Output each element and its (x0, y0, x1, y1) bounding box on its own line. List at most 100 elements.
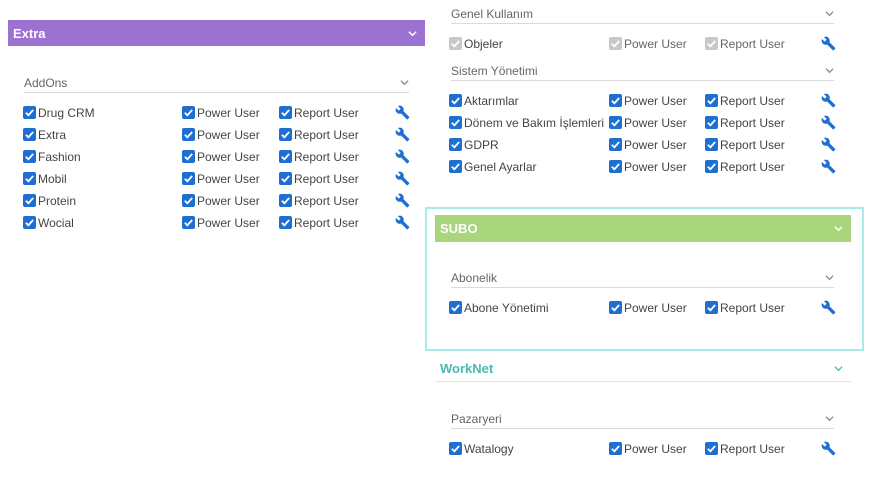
chevron-down-icon[interactable] (834, 364, 843, 373)
report-user-checkbox[interactable] (279, 106, 292, 119)
wrench-icon[interactable] (395, 105, 410, 120)
module-checkbox[interactable] (23, 172, 36, 185)
module-checkbox[interactable] (449, 37, 462, 50)
report-user-checkbox[interactable] (705, 37, 718, 50)
check-icon (25, 197, 34, 205)
group-header-addons[interactable]: AddOns (24, 73, 409, 93)
module-checkbox[interactable] (23, 194, 36, 207)
module-label: GDPR (464, 138, 499, 152)
power-user-checkbox[interactable] (182, 194, 195, 207)
report-user-label: Report User (294, 172, 359, 186)
module-checkbox[interactable] (449, 160, 462, 173)
module-checkbox[interactable] (23, 216, 36, 229)
wrench-icon[interactable] (821, 300, 836, 315)
wrench-icon[interactable] (395, 127, 410, 142)
report-user-checkbox[interactable] (279, 216, 292, 229)
module-checkbox[interactable] (449, 442, 462, 455)
chevron-down-icon[interactable] (825, 66, 834, 75)
report-user-checkbox[interactable] (705, 138, 718, 151)
wrench-icon[interactable] (821, 159, 836, 174)
worknet-panel-header[interactable]: WorkNet (435, 356, 851, 382)
module-checkbox[interactable] (449, 138, 462, 151)
report-user-checkbox[interactable] (279, 172, 292, 185)
module-checkbox[interactable] (449, 116, 462, 129)
chevron-down-icon[interactable] (400, 78, 409, 87)
module-label: Abone Yönetimi (464, 301, 549, 315)
wrench-icon[interactable] (395, 171, 410, 186)
wrench-icon[interactable] (395, 149, 410, 164)
module-label: Protein (38, 194, 77, 208)
report-user-checkbox[interactable] (279, 150, 292, 163)
check-icon (25, 153, 34, 161)
wrench-icon[interactable] (821, 115, 836, 130)
module-checkbox[interactable] (23, 150, 36, 163)
check-icon (707, 445, 716, 453)
report-user-checkbox[interactable] (705, 160, 718, 173)
power-user-checkbox[interactable] (609, 94, 622, 107)
module-label: Mobil (38, 172, 67, 186)
power-user-checkbox[interactable] (182, 128, 195, 141)
power-user-checkbox[interactable] (609, 442, 622, 455)
module-checkbox[interactable] (23, 128, 36, 141)
check-icon (611, 97, 620, 105)
chevron-down-icon[interactable] (834, 224, 843, 233)
power-user-checkbox[interactable] (609, 37, 622, 50)
subo-panel-header[interactable]: SUBO (435, 215, 851, 242)
report-user-checkbox[interactable] (279, 128, 292, 141)
check-icon (25, 109, 34, 117)
wrench-icon[interactable] (821, 441, 836, 456)
wrench-icon[interactable] (395, 215, 410, 230)
check-icon (707, 141, 716, 149)
wrench-icon[interactable] (821, 36, 836, 51)
check-icon (707, 40, 716, 48)
report-user-checkbox[interactable] (705, 94, 718, 107)
report-user-checkbox[interactable] (279, 194, 292, 207)
check-icon (281, 175, 290, 183)
check-icon (184, 131, 193, 139)
power-user-checkbox[interactable] (609, 138, 622, 151)
group-title-pazaryeri: Pazaryeri (451, 411, 502, 426)
report-user-checkbox[interactable] (705, 442, 718, 455)
check-icon (451, 304, 460, 312)
power-user-label: Power User (624, 37, 687, 51)
group-header-abonelik[interactable]: Abonelik (451, 268, 834, 288)
check-icon (611, 304, 620, 312)
module-checkbox[interactable] (449, 94, 462, 107)
chevron-down-icon[interactable] (825, 414, 834, 423)
wrench-icon[interactable] (821, 137, 836, 152)
check-icon (25, 131, 34, 139)
extra-panel-header[interactable]: Extra (8, 20, 425, 46)
power-user-checkbox[interactable] (182, 216, 195, 229)
power-user-checkbox[interactable] (182, 150, 195, 163)
wrench-icon[interactable] (395, 193, 410, 208)
report-user-label: Report User (720, 138, 785, 152)
chevron-down-icon[interactable] (408, 29, 417, 38)
group-title-addons: AddOns (24, 75, 68, 90)
wrench-icon[interactable] (821, 93, 836, 108)
power-user-label: Power User (624, 116, 687, 130)
power-user-checkbox[interactable] (609, 301, 622, 314)
module-checkbox[interactable] (23, 106, 36, 119)
power-user-label: Power User (624, 442, 687, 456)
report-user-checkbox[interactable] (705, 301, 718, 314)
chevron-down-icon[interactable] (825, 273, 834, 282)
group-header-pazaryeri[interactable]: Pazaryeri (451, 409, 834, 429)
power-user-checkbox[interactable] (182, 106, 195, 119)
module-checkbox[interactable] (449, 301, 462, 314)
power-user-label: Power User (197, 194, 260, 208)
power-user-checkbox[interactable] (609, 116, 622, 129)
check-icon (611, 40, 620, 48)
power-user-checkbox[interactable] (609, 160, 622, 173)
group-header-sistem-yonetimi[interactable]: Sistem Yönetimi (451, 61, 834, 81)
group-header-genel-kullanim[interactable]: Genel Kullanım (451, 4, 834, 24)
report-user-checkbox[interactable] (705, 116, 718, 129)
power-user-checkbox[interactable] (182, 172, 195, 185)
module-label: Objeler (464, 37, 503, 51)
chevron-down-icon[interactable] (825, 9, 834, 18)
